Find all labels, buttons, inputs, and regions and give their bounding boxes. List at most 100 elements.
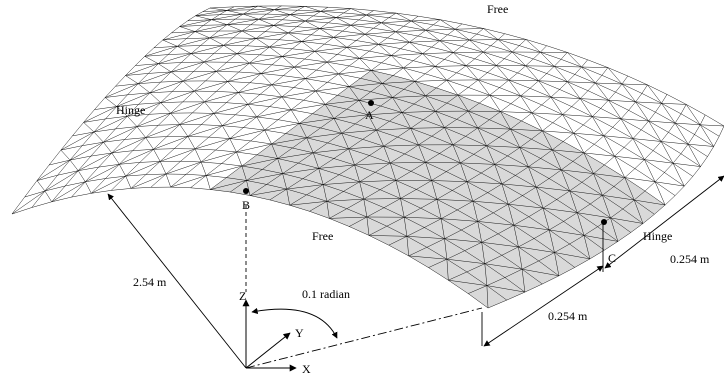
mesh-line [548,178,570,192]
mesh-line [328,22,351,26]
mesh-line [192,112,214,114]
mesh-line [78,152,112,171]
mesh-line [179,26,196,32]
mesh-line [282,51,315,57]
mesh-line [383,145,405,155]
mesh-line [510,128,543,132]
mesh-line [205,80,228,82]
mesh-line [127,104,139,117]
mesh-line [621,83,642,94]
mesh-line [190,187,211,190]
mesh-line [338,65,350,75]
mesh-line [343,191,364,200]
mesh-line [580,98,609,101]
mesh-line [439,39,470,42]
mesh-line [542,130,564,142]
mesh-line [406,236,409,256]
mesh-line [400,198,405,218]
mesh-line [388,12,397,18]
mesh-line [294,58,305,68]
mesh-line [153,46,178,49]
mesh-line [538,252,555,262]
mesh-line [296,20,306,27]
mesh-line [512,51,534,60]
mesh-line [454,29,470,41]
mesh-line [554,243,570,253]
mesh-line [277,158,299,164]
mesh-line [227,71,239,82]
mesh-line [286,188,307,196]
mesh-line [580,98,593,117]
mesh-line [125,63,159,76]
mesh-line [660,132,669,142]
mesh-line [329,208,347,219]
mesh-line [400,42,410,49]
mesh-line [513,224,550,231]
angle-arc [251,307,338,339]
mesh-line [414,81,437,89]
mesh-line [354,155,370,166]
mesh-line [446,258,485,264]
mesh-line [604,156,615,166]
mesh-line [504,58,526,67]
mesh-line [285,123,300,134]
mesh-line [448,271,467,281]
mesh-line [262,169,283,174]
mesh-line [304,6,329,8]
mesh-line [44,175,58,192]
mesh-line [315,90,338,96]
mesh-line [416,180,432,190]
mesh-line [425,162,461,164]
mesh-line [83,109,95,123]
mesh-line [464,250,485,264]
mesh-line [258,14,291,20]
mesh-line [478,79,490,96]
mesh-line [125,75,139,84]
mesh-line [103,126,138,143]
mesh-line [700,124,724,127]
mesh-line [383,207,405,218]
mesh-line [668,122,676,133]
shaded-region [210,70,666,309]
mesh-line [574,66,582,75]
mesh-line [620,118,649,122]
mesh-line [136,126,146,138]
mesh-line [603,135,615,157]
mesh-line [466,181,502,185]
mesh-line [581,66,596,84]
mesh-line [446,94,459,104]
mesh-line [648,120,669,133]
mesh-line [680,113,701,125]
mesh-line [448,279,487,286]
mesh-line [493,204,509,213]
mesh-line [477,221,499,234]
mesh-line [313,152,334,159]
mesh-line [271,84,283,98]
mesh-line [483,51,505,59]
mesh-line [93,115,128,133]
mesh-line [383,144,419,147]
mesh-line [369,146,384,156]
mesh-line [127,92,150,96]
mesh-line [115,75,126,87]
mesh-line [145,173,167,175]
mesh-line [200,113,215,125]
mesh-line [623,138,634,148]
mesh-line [644,159,665,173]
mesh-line [349,58,360,67]
mesh-line [525,65,539,81]
mesh-line [338,73,361,79]
mesh-line [195,14,220,17]
mesh-line [319,28,334,38]
hinge-right-label: Hinge [643,229,672,243]
mesh-line [187,19,212,22]
mesh-line [476,33,499,40]
mesh-line [493,212,514,226]
mesh-line [478,72,488,81]
mesh-line [305,73,339,79]
mesh-line [521,112,533,122]
mesh-line [78,155,92,171]
mesh-line [533,52,541,60]
mesh-line [562,106,572,115]
mesh-line [439,153,461,164]
